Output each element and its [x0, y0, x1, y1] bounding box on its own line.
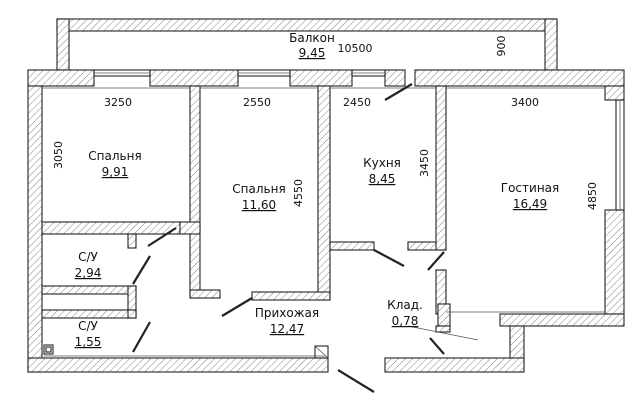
bath2-name: С/У — [78, 319, 98, 333]
balcony — [56, 18, 558, 71]
kitchen-door — [373, 249, 405, 267]
hall-name: Прихожая — [255, 306, 319, 320]
bedroom2-area: 11,60 — [242, 198, 276, 212]
wall-bedroom2-kitchen — [317, 85, 331, 301]
balcony-name: Балкон — [289, 31, 335, 45]
dimension-labels: 10500 900 3250 3050 2550 4550 2450 3450 … — [52, 36, 599, 211]
wall-storage-top — [499, 313, 625, 327]
bath1-name: С/У — [78, 250, 98, 264]
wall-top-4 — [384, 69, 406, 87]
entrance-door — [337, 369, 375, 393]
balcony-area: 9,45 — [299, 46, 326, 60]
wall-kitchen-bottom-left — [329, 241, 375, 251]
doors — [132, 83, 445, 393]
kitchen-area: 8,45 — [369, 172, 396, 186]
wall-left — [27, 85, 43, 373]
windows — [93, 69, 625, 211]
dim-bedroom1-depth: 3050 — [52, 141, 65, 169]
wall-right — [604, 209, 625, 315]
room-labels: Балкон 9,45 Спальня 9,91 Спальня 11,60 К… — [75, 31, 560, 349]
living-name: Гостиная — [501, 181, 559, 195]
wall-bath-divider — [41, 285, 137, 295]
bedroom2-name: Спальня — [232, 182, 285, 196]
inner-lines — [42, 87, 605, 357]
wall-bath2-top — [41, 309, 137, 319]
bedroom1-door — [147, 227, 177, 247]
wall-bottom-left — [27, 357, 329, 373]
wall-bottom-right — [384, 357, 525, 373]
bedroom2-door — [221, 297, 253, 317]
bath1-door — [132, 255, 151, 285]
balcony-wall-top — [56, 18, 558, 32]
wall-bedroom-divider — [189, 85, 201, 299]
dim-bedroom2-depth: 4550 — [292, 179, 305, 207]
dim-living-depth: 4850 — [586, 182, 599, 210]
wall-kitchen-living — [435, 85, 447, 251]
dim-living-width: 3400 — [511, 96, 539, 109]
exterior-walls — [27, 69, 625, 373]
wall-bath1-door-left — [127, 233, 137, 249]
dim-kitchen-depth: 3450 — [418, 149, 431, 177]
dim-kitchen-width: 2450 — [343, 96, 371, 109]
storage-door — [429, 337, 445, 355]
wall-top-3 — [289, 69, 353, 87]
balcony-wall-left — [56, 18, 70, 71]
bedroom1-name: Спальня — [88, 149, 141, 163]
living-area: 16,49 — [513, 197, 547, 211]
balcony-wall-right — [544, 18, 558, 71]
bath1-area: 2,94 — [75, 266, 102, 280]
dim-balcony-depth: 900 — [495, 36, 508, 57]
living-door — [427, 251, 445, 271]
wall-top-1 — [27, 69, 95, 87]
wall-bedroom1-bottom — [41, 221, 181, 235]
storage-area: 0,78 — [392, 314, 419, 328]
storage-name: Клад. — [387, 298, 423, 312]
bath2-door — [132, 321, 151, 353]
wall-top-2 — [149, 69, 239, 87]
hall-area: 12,47 — [270, 322, 304, 336]
bedroom1-area: 9,91 — [102, 165, 129, 179]
dim-bedroom2-width: 2550 — [243, 96, 271, 109]
interior-walls — [41, 85, 451, 359]
wall-top-5 — [414, 69, 625, 87]
wall-bedroom2-bottom — [251, 291, 331, 301]
wall-right-top — [604, 85, 625, 101]
kitchen-name: Кухня — [363, 156, 401, 170]
dim-bedroom1-width: 3250 — [104, 96, 132, 109]
ventilation-duct — [314, 345, 329, 359]
balcony-door — [384, 83, 413, 101]
bath2-area: 1,55 — [75, 335, 102, 349]
dim-balcony-length: 10500 — [338, 42, 373, 55]
